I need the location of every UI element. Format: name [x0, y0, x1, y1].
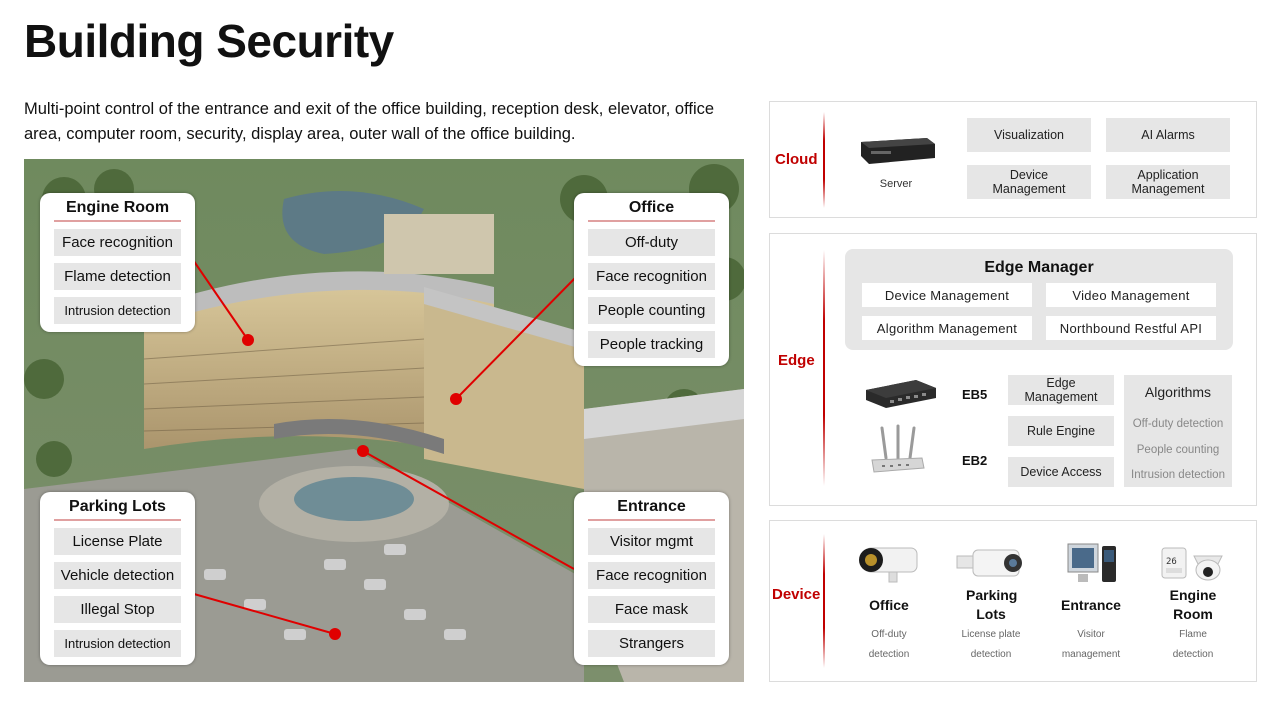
- callout-entrance: Entrance Visitor mgmt Face recognition F…: [574, 492, 729, 665]
- callout-item: Face recognition: [54, 229, 181, 256]
- callout-title: Parking Lots: [54, 498, 181, 521]
- building-aerial-image: Engine Room Face recognition Flame detec…: [24, 159, 744, 682]
- svg-text:26: 26: [1166, 557, 1177, 567]
- callout-item: License Plate: [54, 528, 181, 555]
- server-icon: [861, 138, 935, 164]
- device-desc: management: [1061, 649, 1121, 660]
- bullet-camera-icon: [859, 547, 918, 583]
- callout-item: Face recognition: [588, 263, 715, 290]
- callout-item: Intrusion detection: [54, 297, 181, 324]
- application-management-box: Application Management: [1106, 165, 1230, 199]
- edge-manager-item: Algorithm Management: [862, 316, 1032, 340]
- algorithms-title: Algorithms: [1144, 384, 1212, 400]
- eb2-label: EB2: [962, 453, 988, 468]
- callout-title: Engine Room: [54, 199, 181, 222]
- callout-item: Flame detection: [54, 263, 181, 290]
- device-title-parking: Parking Lots: [966, 587, 1018, 622]
- device-management-box: Device Management: [967, 165, 1091, 199]
- device-title-office: Office: [869, 597, 909, 613]
- callout-item: People tracking: [588, 331, 715, 358]
- device-desc: License plate: [961, 629, 1021, 640]
- edge-manager-item: Northbound Restful API: [1046, 316, 1216, 340]
- device-title-entrance: Entrance: [1061, 597, 1121, 613]
- callout-title: Entrance: [588, 498, 715, 521]
- page-subtitle: Multi-point control of the entrance and …: [24, 100, 715, 143]
- device-access-box: Device Access: [1008, 457, 1114, 487]
- edge-label: Edge: [778, 352, 815, 369]
- cloud-divider: [823, 112, 825, 208]
- server-label: Server: [879, 178, 913, 190]
- callout-parking-lots: Parking Lots License Plate Vehicle detec…: [40, 492, 195, 665]
- visualization-box: Visualization: [967, 118, 1091, 152]
- device-desc: detection: [868, 649, 910, 660]
- callout-item: Vehicle detection: [54, 562, 181, 589]
- algorithms-box: [1124, 375, 1232, 487]
- callout-item: Off-duty: [588, 229, 715, 256]
- rule-engine-box: Rule Engine: [1008, 416, 1114, 446]
- algorithm-item: Intrusion detection: [1131, 469, 1225, 481]
- ai-alarms-box: AI Alarms: [1106, 118, 1230, 152]
- callout-title: Office: [588, 199, 715, 222]
- cloud-label: Cloud: [775, 151, 818, 168]
- sensor-dome-camera-icon: 26: [1161, 547, 1223, 581]
- eb2-router-icon: [871, 424, 925, 473]
- eb5-label: EB5: [962, 387, 988, 402]
- device-label: Device: [772, 586, 821, 603]
- device-panel: [769, 520, 1257, 682]
- algorithm-item: People counting: [1136, 444, 1220, 456]
- callout-item: Face mask: [588, 596, 715, 623]
- device-title-engine-room: Engine Room: [1169, 587, 1217, 622]
- device-divider: [823, 534, 825, 668]
- device-desc: detection: [970, 649, 1012, 660]
- device-desc: detection: [1172, 649, 1214, 660]
- edge-manager-item: Video Management: [1046, 283, 1216, 307]
- callout-item: Intrusion detection: [54, 630, 181, 657]
- callout-item: Illegal Stop: [54, 596, 181, 623]
- callout-item: Strangers: [588, 630, 715, 657]
- parking-camera-icon: [956, 549, 1022, 577]
- edge-divider: [823, 250, 825, 486]
- callout-office: Office Off-duty Face recognition People …: [574, 193, 729, 366]
- algorithm-item: Off-duty detection: [1132, 418, 1224, 430]
- edge-manager-title: Edge Manager: [984, 259, 1094, 276]
- device-desc: Visitor: [1077, 629, 1105, 640]
- edge-manager-item: Device Management: [862, 283, 1032, 307]
- access-terminal-icon: [1067, 543, 1116, 582]
- callout-engine-room: Engine Room Face recognition Flame detec…: [40, 193, 195, 332]
- device-desc: Off-duty: [871, 629, 907, 640]
- edge-management-box: Edge Management: [1008, 375, 1114, 405]
- page-title: Building Security: [24, 15, 394, 67]
- callout-item: People counting: [588, 297, 715, 324]
- callout-item: Visitor mgmt: [588, 528, 715, 555]
- callout-item: Face recognition: [588, 562, 715, 589]
- eb5-device-icon: [866, 380, 936, 408]
- device-desc: Flame: [1179, 629, 1207, 640]
